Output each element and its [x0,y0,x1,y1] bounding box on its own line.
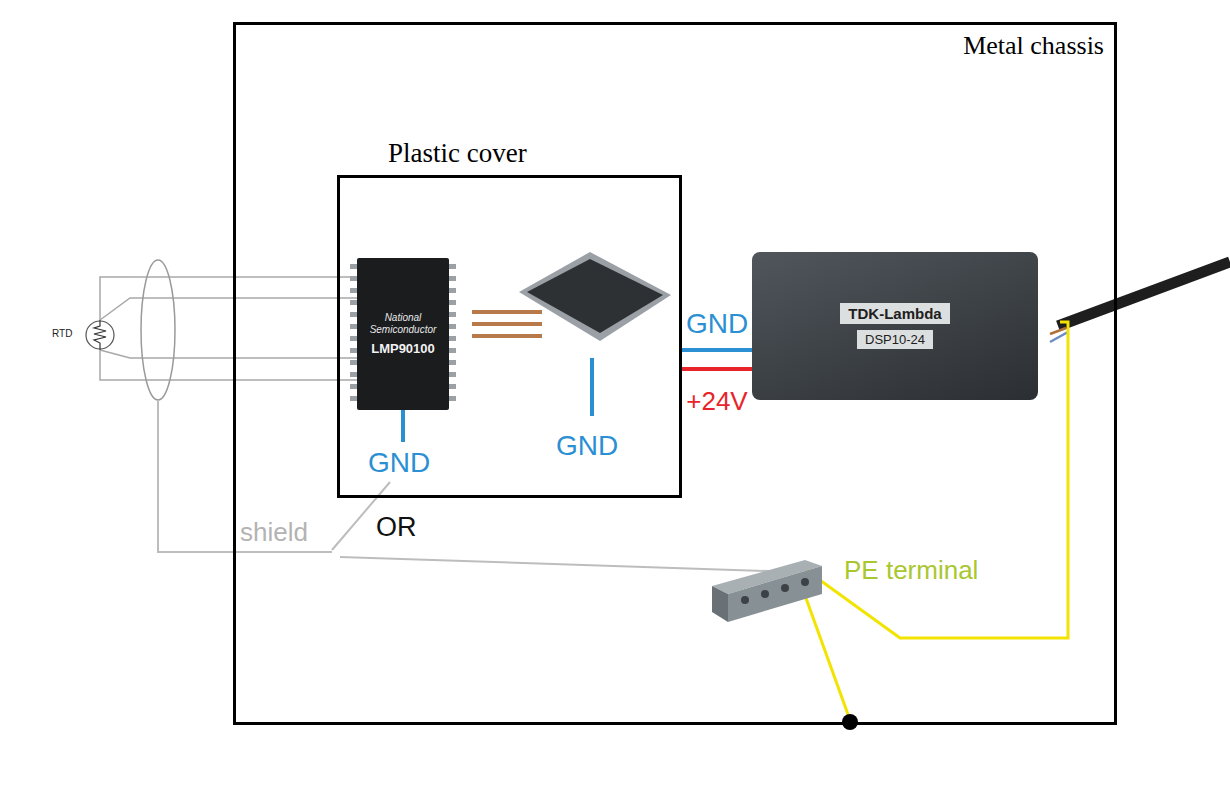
shield-wire [340,557,798,572]
rtd-wire [100,350,357,358]
node-text: DSP10-24 [857,330,933,349]
gnd-stub [401,410,405,442]
rtd-symbol [86,321,114,349]
bus-lines [472,312,542,336]
wire-label: GND [686,308,748,340]
pe-terminal-front [728,566,822,622]
rtd-wires [100,277,357,380]
gnd-stub [590,358,594,416]
node-heading: National Semiconductor [363,312,443,335]
hole [741,596,749,604]
pin [448,264,456,269]
annotation-label: PE terminal [844,555,978,586]
node-heading: Plastic cover [388,138,527,169]
pe-terminal-holes [741,578,809,604]
pin [448,372,456,377]
pin [448,384,456,389]
node-heading: TDK-Lambda [840,303,949,324]
pin [448,288,456,293]
mcu-pins [519,252,671,341]
pe-terminal-side [712,586,728,622]
chassis-bond-point [842,714,858,730]
pin [448,396,456,401]
node-heading: Metal chassis [963,31,1104,61]
wire-connector [682,348,752,352]
node-text: LMP90100 [371,341,435,356]
hole [801,578,809,586]
mcu-chip [527,259,663,333]
adc-chip: National SemiconductorLMP90100 [357,258,449,410]
pin [448,300,456,305]
annotation-label: GND [556,430,618,462]
annotation-label: shield [240,517,308,548]
shield-wire [158,400,332,552]
rtd-wire [100,350,357,380]
wire-connector [682,367,752,371]
annotation-label: RTD [52,328,72,339]
bus-line [472,334,542,338]
pin [448,312,456,317]
rtd-wire [130,276,357,278]
annotation-label: OR [376,512,417,543]
bus-line [472,322,542,326]
pin [448,360,456,365]
wire-label: +24V [686,386,747,417]
resistor-symbol [94,320,106,350]
bus-line [472,310,542,314]
pin [448,348,456,353]
rtd-wire [100,298,357,320]
hole [761,590,769,598]
shield-ellipse [141,260,175,400]
mains-cable [1058,262,1230,326]
rtd-wire [100,277,130,320]
pin [448,336,456,341]
chassis-frame: Metal chassisPlastic coverNational Semic… [233,22,1117,725]
annotation-label: GND [368,447,430,479]
hole [781,584,789,592]
power-supply: TDK-LambdaDSP10-24 [752,252,1038,400]
pin [448,324,456,329]
pin [448,276,456,281]
cable-core [1050,332,1068,342]
